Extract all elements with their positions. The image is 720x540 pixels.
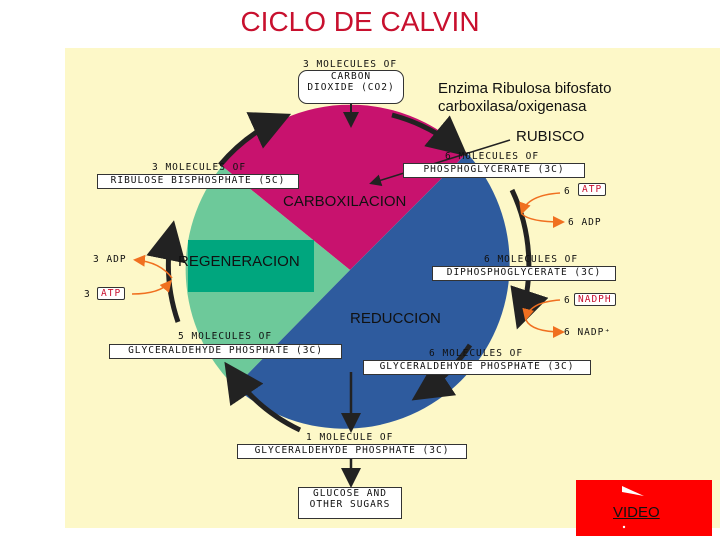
cycle-arrow-bottom-left: [224, 361, 302, 433]
g3p5-header: 5 MOLECULES OF: [178, 331, 273, 342]
rubp-header: 3 MOLECULES OF: [152, 162, 247, 173]
adp-out-arrow: [521, 213, 565, 228]
g3p6-box: GLYCERALDEHYDE PHOSPHATE (3C): [363, 360, 591, 375]
cycle-arrow-top-left: [218, 112, 292, 167]
glucose-line1: GLUCOSE AND: [313, 488, 387, 499]
atp6-count: 6: [564, 186, 571, 197]
pga-header: 6 MOLECULES OF: [445, 151, 540, 162]
adp6-label: 6 ADP: [568, 217, 602, 228]
cycle-arrow-right: [509, 188, 549, 330]
nadph-in-arrow: [522, 299, 561, 321]
atp6-tag: ATP: [578, 183, 607, 196]
regeneracion-box: [188, 240, 314, 292]
rubp-box: RIBULOSE BISPHOSPHATE (5C): [97, 174, 299, 189]
cycle-arrow-left: [146, 220, 186, 323]
glucose-box: GLUCOSE AND OTHER SUGARS: [298, 487, 402, 519]
co2-header: 3 MOLECULES OF: [303, 59, 398, 70]
co2-line2: DIOXIDE (CO2): [307, 82, 395, 93]
atp3-tag: ATP: [97, 287, 126, 300]
regeneration-label: REGENERACION: [178, 253, 300, 270]
play-icon: [622, 486, 644, 529]
video-button[interactable]: [576, 480, 712, 536]
atp3-count: 3: [84, 289, 91, 300]
nadph6-count: 6: [564, 295, 571, 306]
video-link[interactable]: VIDEO: [613, 504, 660, 521]
g3p6-header: 6 MOLECULES OF: [429, 348, 524, 359]
co2-line1: CARBON: [330, 71, 372, 82]
dpga-box: DIPHOSPHOGLYCERATE (3C): [432, 266, 616, 281]
carboxylation-label: CARBOXILACION: [283, 193, 407, 210]
page-title: CICLO DE CALVIN: [240, 6, 480, 37]
dpga-header: 6 MOLECULES OF: [484, 254, 579, 265]
glucose-line2: OTHER SUGARS: [309, 499, 391, 510]
cycle-arrow-top-right: [391, 112, 468, 157]
enzyme-name-line2: carboxilasa/oxigenasa: [438, 98, 587, 115]
adp3-label: 3 ADP: [93, 254, 127, 265]
rubisco-label: RUBISCO: [516, 128, 585, 145]
enzyme-name-line1: Enzima Ribulosa bifosfato: [438, 80, 612, 97]
atp3-in-arrow: [131, 279, 172, 295]
nadp-out-arrow: [525, 319, 565, 338]
nadph6-tag: NADPH: [574, 293, 616, 306]
g3p5-box: GLYCERALDEHYDE PHOSPHATE (3C): [109, 344, 342, 359]
reduction-sector: [235, 153, 510, 429]
pga-box: PHOSPHOGLYCERATE (3C): [403, 163, 585, 178]
g3p1-header: 1 MOLECULE OF: [306, 432, 394, 443]
reduction-label: REDUCCION: [350, 310, 441, 327]
g3p1-box: GLYCERALDEHYDE PHOSPHATE (3C): [237, 444, 467, 459]
adp3-out-arrow: [133, 254, 173, 279]
atp-in-arrow: [519, 192, 561, 215]
rubisco-pointer-arrow: [369, 139, 511, 187]
co2-box: CARBON DIOXIDE (CO2): [298, 70, 404, 104]
nadp6-label: 6 NADP⁺: [564, 327, 612, 338]
